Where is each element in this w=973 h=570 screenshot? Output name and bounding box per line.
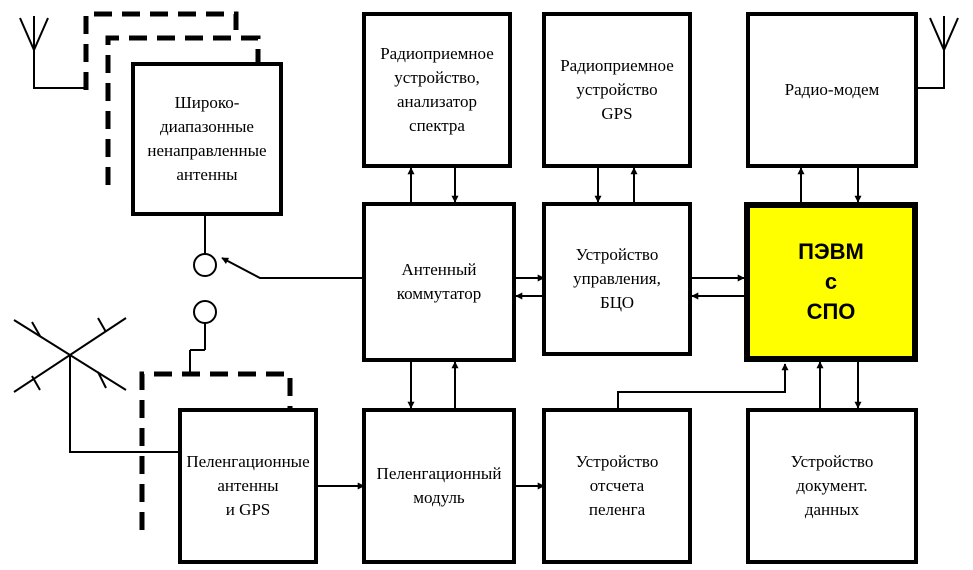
- block-antenna-switch: Антенный коммутатор: [362, 202, 516, 362]
- block-df-module-label: Пеленгационный модуль: [376, 464, 502, 507]
- arrow-switch-to-contact: [221, 257, 364, 279]
- block-bearing-unit-label: Устройство отсчета пеленга: [575, 452, 659, 519]
- block-doc-unit-label: Устройство документ. данных: [790, 452, 874, 519]
- block-radio-modem-label: Радио-модем: [784, 80, 880, 99]
- block-df-module: Пеленгационный модуль: [362, 408, 516, 564]
- block-pc: ПЭВМ с СПО: [744, 202, 918, 362]
- block-doc-unit: Устройство документ. данных: [746, 408, 918, 564]
- block-radio-modem: Радио-модем: [746, 12, 918, 168]
- block-df-antennas: Пеленгационные антенны и GPS: [178, 408, 318, 564]
- switch-contact-icon: [189, 216, 217, 374]
- dashed-outline-df: [139, 371, 293, 530]
- block-control-unit: Устройство управления, БЦО: [542, 202, 692, 356]
- block-radio-receiver-analyzer-label: Радиоприемное устройство, анализатор спе…: [380, 44, 494, 135]
- crossed-dipole-antenna-icon: [13, 317, 178, 453]
- dashed-outline-back: [83, 11, 239, 90]
- block-bearing-unit: Устройство отсчета пеленга: [542, 408, 692, 564]
- block-wideband-antennas: Широко- диапазонные ненаправленные антен…: [131, 62, 283, 216]
- block-radio-receiver-gps-label: Радиоприемное устройство GPS: [560, 56, 674, 123]
- antenna-right-icon: [918, 16, 959, 89]
- block-pc-label: ПЭВМ с СПО: [798, 239, 864, 324]
- antenna-left-icon: [19, 16, 86, 89]
- block-antenna-switch-label: Антенный коммутатор: [396, 260, 482, 303]
- block-radio-receiver-analyzer: Радиоприемное устройство, анализатор спе…: [362, 12, 512, 168]
- arrow-bearing-to-pc: [617, 363, 789, 408]
- block-df-antennas-label: Пеленгационные антенны и GPS: [186, 452, 310, 519]
- block-radio-receiver-gps: Радиоприемное устройство GPS: [542, 12, 692, 168]
- dashed-outline-mid: [105, 35, 261, 185]
- block-control-unit-label: Устройство управления, БЦО: [573, 245, 661, 312]
- block-wideband-antennas-label: Широко- диапазонные ненаправленные антен…: [147, 93, 267, 184]
